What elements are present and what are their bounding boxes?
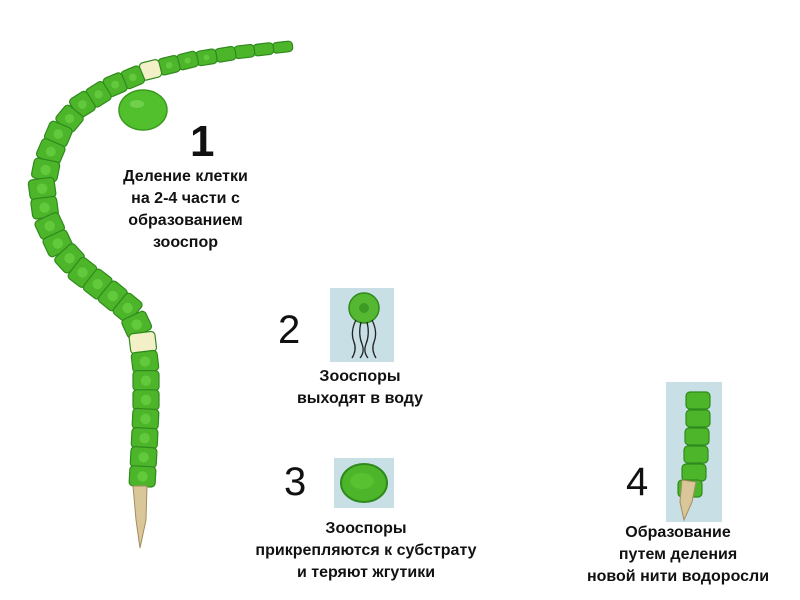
step-number-2: 2 (278, 308, 301, 352)
settled-zoospore-image (334, 458, 394, 508)
filament-cell (681, 463, 707, 482)
caption-line: новой нити водоросли (586, 568, 770, 585)
filament-cell (685, 409, 711, 428)
caption-line: Зооспоры (319, 368, 401, 385)
filament-cell (252, 42, 275, 57)
caption-line: путем деления (618, 546, 738, 563)
filament-cells (27, 40, 294, 488)
caption-line: на 2-4 части с (131, 190, 240, 207)
caption-line: и теряют жгутики (296, 564, 436, 581)
filament-cell (214, 45, 237, 63)
caption-line: Зооспоры (325, 520, 407, 537)
filament-cell (683, 445, 709, 464)
caption-line: образованием (128, 212, 243, 229)
new-filament-image (666, 382, 722, 522)
filament-cell (271, 40, 294, 54)
step-number-1: 1 (190, 117, 215, 166)
step-1-caption: Деление клетки на 2-4 части с образовани… (103, 166, 268, 254)
filament-cell (233, 43, 256, 60)
step-3-caption: Зооспоры прикрепляются к субстрату и тер… (226, 518, 506, 584)
caption-line: Образование (625, 524, 731, 541)
step-number-4: 4 (626, 460, 649, 504)
filament-cell (685, 391, 711, 410)
caption-line: прикрепляются к субстрату (255, 542, 477, 559)
filament-holdfast (132, 485, 148, 549)
caption-line: выходят в воду (296, 390, 424, 407)
step-number-3: 3 (284, 460, 307, 504)
zoospore-release-blob (118, 89, 168, 131)
step-4-caption: Образование путем деления новой нити вод… (562, 522, 794, 588)
step-2-caption: Зооспоры выходят в воду (270, 366, 450, 410)
filament-cell (684, 427, 710, 446)
caption-line: Деление клетки (123, 168, 248, 185)
caption-line: зооспор (153, 234, 218, 251)
flagellated-zoospore-image (330, 288, 394, 362)
